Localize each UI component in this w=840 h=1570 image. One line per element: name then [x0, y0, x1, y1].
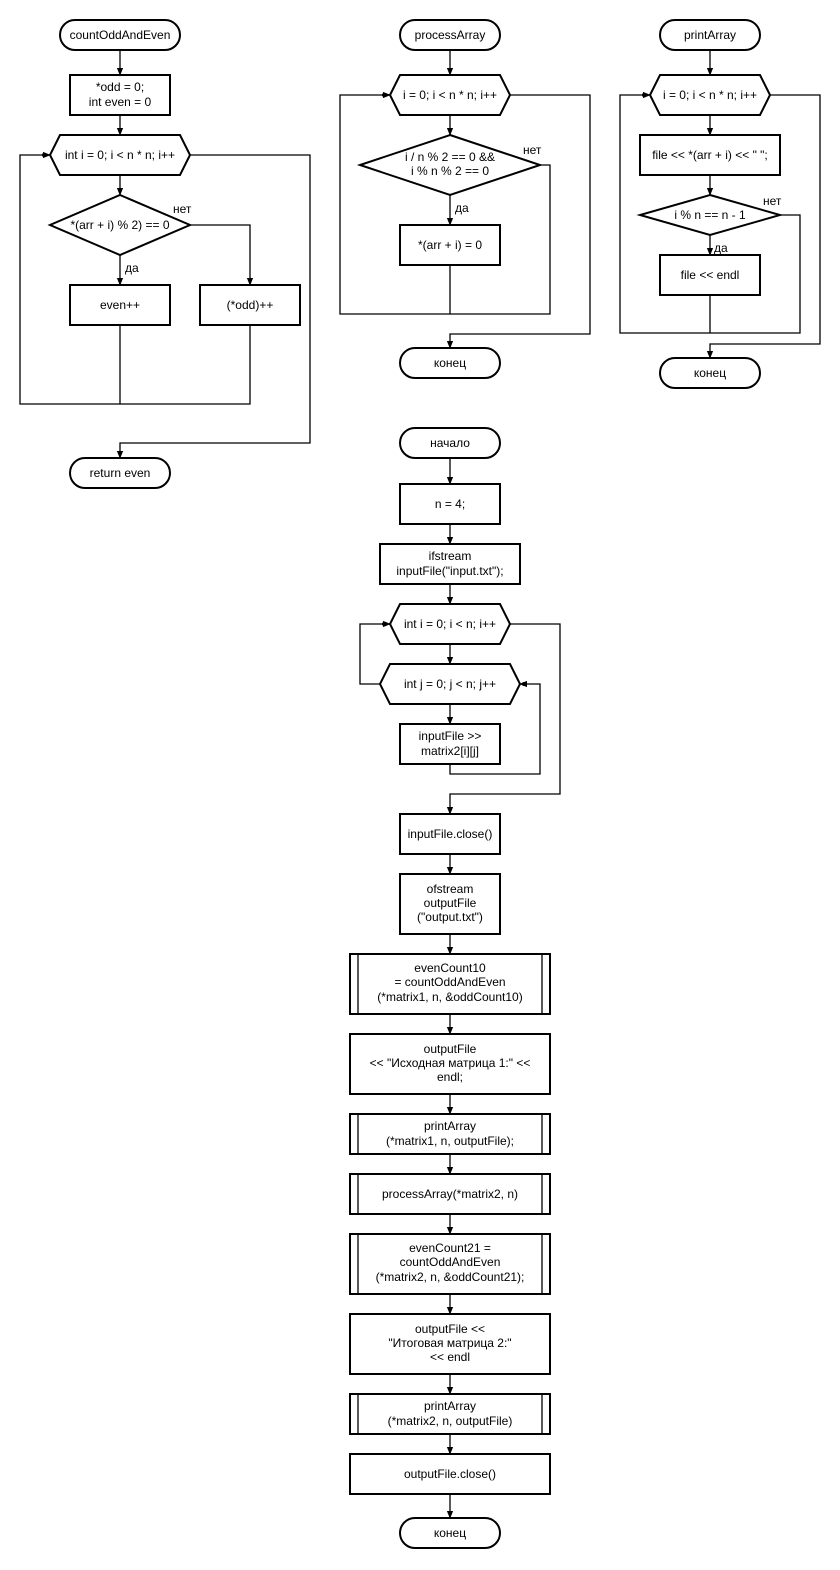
- subprocess-print2: [349, 1393, 551, 1435]
- decision-even-text: *(arr + i) % 2) == 0: [70, 218, 169, 232]
- out2-line-1: outputFile <<: [415, 1322, 485, 1336]
- ifstream-line-1: ifstream: [429, 549, 472, 563]
- read-line-2: matrix2[i][j]: [421, 744, 479, 758]
- return-even-text: return even: [90, 466, 151, 480]
- print-array-start-text: printArray: [684, 28, 736, 42]
- process-init-odd-even: [69, 74, 171, 116]
- decision-process-line-1: i / n % 2 == 0 &&: [405, 150, 495, 164]
- connectors-count: [19, 50, 311, 459]
- n-assign-text: n = 4;: [435, 497, 465, 511]
- even-inc-text: even++: [100, 298, 140, 312]
- edge-odd-merge: [19, 151, 251, 405]
- edge-decision-no: [190, 224, 254, 286]
- connectors-process: [339, 50, 591, 349]
- edge-m-loopi-exit: [446, 623, 561, 815]
- init-line-2: int even = 0: [89, 95, 152, 109]
- out2-line-2: "Итоговая матрица 2:": [388, 1336, 511, 1350]
- print2-line-2: (*matrix2, n, outputFile): [388, 1414, 513, 1428]
- loop-i-text: int i = 0; i < n; i++: [404, 617, 496, 631]
- process-call-text: processArray(*matrix2, n): [382, 1187, 518, 1201]
- label-yes-count: да: [125, 261, 139, 275]
- close-output-text: outputFile.close(): [404, 1467, 496, 1481]
- process-read-matrix: [399, 723, 501, 765]
- junction-dot-loop-i: [382, 622, 386, 626]
- label-no-process: нет: [523, 143, 542, 157]
- edge-pdecision-no: [339, 91, 551, 315]
- edge-rdecision-no: [619, 91, 801, 334]
- out1-line-1: outputFile: [424, 1042, 477, 1056]
- count-odd-even-start-text: countOddAndEven: [70, 28, 171, 42]
- count21-line-1: evenCount21 =: [409, 1241, 491, 1255]
- subprocess-count10: [349, 953, 551, 1015]
- print-element-text: file << *(arr + i) << " ";: [652, 148, 768, 162]
- label-no-count: нет: [173, 202, 192, 216]
- process-array-end-text: конец: [434, 356, 466, 370]
- loop-j-text: int j = 0; j < n; j++: [404, 677, 496, 691]
- junction-dot-print: [642, 93, 646, 97]
- ofstream-line-2: outputFile: [424, 896, 477, 910]
- init-line-1: *odd = 0;: [96, 80, 144, 94]
- process-print-element: [639, 134, 781, 176]
- ofstream-line-1: ofstream: [427, 882, 474, 896]
- out2-line-3: << endl: [430, 1350, 470, 1364]
- process-close-output: [349, 1453, 551, 1495]
- print1-line-2: (*matrix1, n, outputFile);: [386, 1134, 514, 1148]
- main-flowchart: начало n = 4; ifstream inputFile("input.…: [349, 427, 561, 1549]
- process-ifstream: [379, 543, 521, 585]
- process-n-assign: [399, 483, 501, 525]
- ofstream-line-3: ("output.txt"): [417, 910, 483, 924]
- count10-line-3: (*matrix1, n, &oddCount10): [377, 990, 522, 1004]
- process-print-endl: [659, 254, 761, 296]
- count-odd-even-flowchart: countOddAndEven *odd = 0; int even = 0 i…: [19, 19, 311, 489]
- main-start-text: начало: [430, 436, 470, 450]
- main-end-text: конец: [434, 1526, 466, 1540]
- print-array-end-text: конец: [694, 366, 726, 380]
- label-yes-process: да: [455, 201, 469, 215]
- close-input-text: inputFile.close(): [408, 827, 493, 841]
- decision-row-end-text: i % n == n - 1: [674, 208, 746, 222]
- print1-line-1: printArray: [424, 1119, 476, 1133]
- process-array-start-text: processArray: [415, 28, 486, 42]
- label-no-print: нет: [763, 194, 782, 208]
- edge-m-read-back-j: [449, 680, 541, 775]
- junction-dot-loop-j: [522, 682, 526, 686]
- edge-ploop-exit: [446, 94, 591, 349]
- junction-dot-process: [382, 93, 386, 97]
- odd-inc-text: (*odd)++: [227, 298, 274, 312]
- edge-loop-exit: [116, 154, 311, 459]
- count21-line-2: countOddAndEven: [400, 1255, 501, 1269]
- junction-dot-count: [42, 153, 46, 157]
- count10-line-1: evenCount10: [414, 961, 486, 975]
- print2-line-1: printArray: [424, 1399, 476, 1413]
- process-close-input: [399, 813, 501, 855]
- edge-m-loopj-exit: [359, 620, 391, 685]
- process-ofstream: [399, 873, 501, 935]
- ifstream-line-2: inputFile("input.txt");: [396, 564, 503, 578]
- count21-line-3: (*matrix2, n, &oddCount21);: [376, 1270, 525, 1284]
- process-output-header-1: [349, 1033, 551, 1095]
- read-line-1: inputFile >>: [419, 729, 482, 743]
- loop-print-text: i = 0; i < n * n; i++: [663, 88, 757, 102]
- subprocess-print1: [349, 1113, 551, 1155]
- process-array-flowchart: processArray i = 0; i < n * n; i++ i / n…: [339, 19, 591, 379]
- label-yes-print: да: [714, 241, 728, 255]
- count10-line-2: = countOddAndEven: [394, 975, 505, 989]
- print-endl-text: file << endl: [681, 268, 740, 282]
- loop-count-text: int i = 0; i < n * n; i++: [65, 148, 175, 162]
- loop-process-text: i = 0; i < n * n; i++: [403, 88, 497, 102]
- edge-rloop-exit: [706, 94, 821, 359]
- out1-line-2: << "Исходная матрица 1:" <<: [370, 1056, 531, 1070]
- assign-zero-text: *(arr + i) = 0: [418, 238, 482, 252]
- print-array-flowchart: printArray i = 0; i < n * n; i++ file <<…: [619, 19, 821, 389]
- connectors-main: [359, 458, 561, 1519]
- connectors-print: [619, 50, 821, 359]
- out1-line-3: endl;: [437, 1070, 463, 1084]
- decision-process-line-2: i % n % 2 == 0: [411, 164, 489, 178]
